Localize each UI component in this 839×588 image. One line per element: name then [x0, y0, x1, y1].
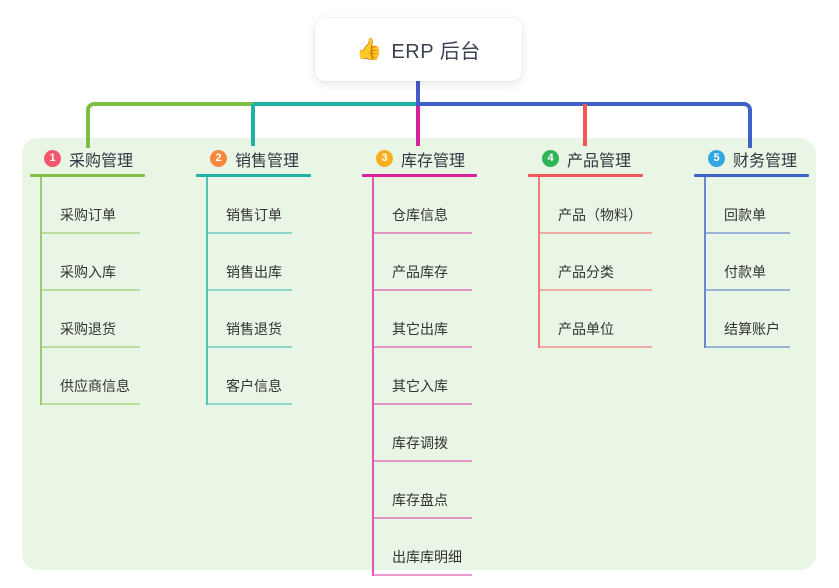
- connector-branch2-horizontal: [253, 102, 418, 106]
- branch-node-1[interactable]: 1 采购管理: [30, 146, 145, 171]
- child-node-label: 回款单: [724, 207, 766, 223]
- child-node[interactable]: 仓库信息: [374, 177, 472, 234]
- child-node-label: 其它出库: [392, 321, 448, 337]
- connector-branch2-drop: [251, 104, 255, 146]
- child-node[interactable]: 客户信息: [208, 348, 292, 405]
- branch-5: 5 财务管理回款单付款单结算账户: [694, 146, 809, 348]
- child-node-label: 销售出库: [226, 264, 282, 280]
- child-node[interactable]: 销售出库: [208, 234, 292, 291]
- branches-panel: [22, 138, 816, 570]
- child-node-label: 付款单: [724, 264, 766, 280]
- child-node-label: 产品（物料）: [558, 207, 642, 223]
- child-node[interactable]: 产品库存: [374, 234, 472, 291]
- child-node-label: 其它入库: [392, 378, 448, 394]
- branch-node-4[interactable]: 4 产品管理: [528, 146, 652, 171]
- branch-underline: [528, 174, 643, 177]
- branch-3: 3 库存管理仓库信息产品库存其它出库其它入库库存调拨库存盘点出库库明细: [362, 146, 477, 576]
- child-node[interactable]: 结算账户: [706, 291, 790, 348]
- child-node-label: 产品库存: [392, 264, 448, 280]
- child-node[interactable]: 付款单: [706, 234, 790, 291]
- child-node[interactable]: 库存调拨: [374, 405, 472, 462]
- child-node[interactable]: 销售订单: [208, 177, 292, 234]
- branch-children: 产品（物料） 产品分类产品单位: [538, 177, 652, 348]
- branch-number-badge: 5: [708, 150, 725, 167]
- child-node-label: 采购退货: [60, 321, 116, 337]
- child-node-label: 结算账户: [724, 321, 780, 337]
- branch-title: 采购管理: [69, 152, 134, 170]
- branch-number-badge: 3: [376, 150, 393, 167]
- child-node[interactable]: 产品（物料）: [540, 177, 652, 234]
- child-node-label: 库存调拨: [392, 435, 448, 451]
- branch-4: 4 产品管理产品（物料） 产品分类产品单位: [528, 146, 652, 348]
- branch-underline: [196, 174, 311, 177]
- child-node-label: 产品单位: [558, 321, 614, 337]
- branch-2: 2 销售管理销售订单销售出库销售退货客户信息: [196, 146, 311, 405]
- branch-children: 仓库信息产品库存其它出库其它入库库存调拨库存盘点出库库明细: [372, 177, 472, 576]
- child-node[interactable]: 产品单位: [540, 291, 652, 348]
- child-node-label: 出库库明细: [392, 549, 462, 565]
- connector-branch3-drop: [416, 104, 420, 146]
- branch-node-3[interactable]: 3 库存管理: [362, 146, 477, 171]
- thumbs-up-icon: 👍: [356, 38, 383, 61]
- branch-1: 1 采购管理采购订单采购入库采购退货供应商信息: [30, 146, 145, 405]
- child-node[interactable]: 采购订单: [42, 177, 140, 234]
- child-node-label: 采购入库: [60, 264, 116, 280]
- child-node-label: 客户信息: [226, 378, 282, 394]
- connector-branch1: [86, 102, 253, 148]
- branch-number-badge: 4: [542, 150, 559, 167]
- connector-branch4-drop: [583, 104, 587, 146]
- branch-title: 产品管理: [567, 152, 632, 170]
- child-node-label: 供应商信息: [60, 378, 130, 394]
- branch-number-badge: 2: [210, 150, 227, 167]
- branch-number-badge: 1: [44, 150, 61, 167]
- branch-children: 销售订单销售出库销售退货客户信息: [206, 177, 292, 405]
- child-node[interactable]: 其它入库: [374, 348, 472, 405]
- root-node[interactable]: 👍 ERP 后台: [315, 18, 522, 81]
- child-node-label: 采购订单: [60, 207, 116, 223]
- child-node[interactable]: 供应商信息: [42, 348, 140, 405]
- child-node[interactable]: 产品分类: [540, 234, 652, 291]
- branch-node-5[interactable]: 5 财务管理: [694, 146, 809, 171]
- branch-children: 回款单付款单结算账户: [704, 177, 790, 348]
- branch-underline: [30, 174, 145, 177]
- branch-node-2[interactable]: 2 销售管理: [196, 146, 311, 171]
- branch-title: 财务管理: [733, 152, 798, 170]
- child-node-label: 仓库信息: [392, 207, 448, 223]
- child-node-label: 产品分类: [558, 264, 614, 280]
- branch-underline: [694, 174, 809, 177]
- root-node-label: ERP 后台: [391, 41, 481, 63]
- child-node-label: 销售订单: [226, 207, 282, 223]
- branch-children: 采购订单采购入库采购退货供应商信息: [40, 177, 140, 405]
- child-node[interactable]: 采购入库: [42, 234, 140, 291]
- child-node[interactable]: 库存盘点: [374, 462, 472, 519]
- child-node[interactable]: 回款单: [706, 177, 790, 234]
- child-node[interactable]: 其它出库: [374, 291, 472, 348]
- child-node[interactable]: 销售退货: [208, 291, 292, 348]
- child-node[interactable]: 采购退货: [42, 291, 140, 348]
- branch-title: 销售管理: [235, 152, 300, 170]
- child-node-label: 库存盘点: [392, 492, 448, 508]
- child-node[interactable]: 出库库明细: [374, 519, 472, 576]
- child-node-label: 销售退货: [226, 321, 282, 337]
- connector-root-vertical: [416, 81, 420, 106]
- branch-underline: [362, 174, 477, 177]
- branch-title: 库存管理: [401, 152, 466, 170]
